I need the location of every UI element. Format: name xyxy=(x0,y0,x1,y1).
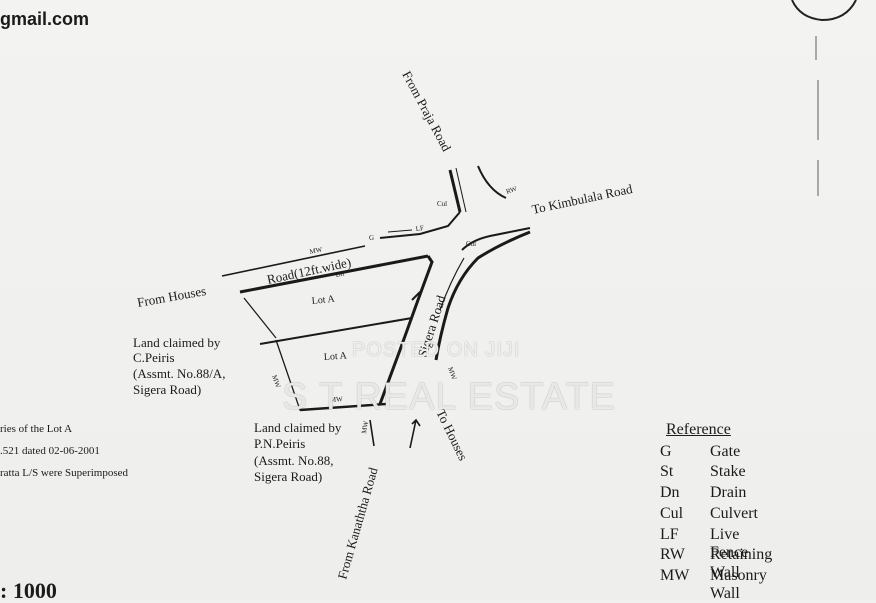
svg-text:P.N.Peiris: P.N.Peiris xyxy=(254,436,305,451)
lot-label-upper: Lot A xyxy=(311,294,336,307)
sigera-road xyxy=(411,230,531,361)
note-line: ratta L/S were Superimposed xyxy=(0,467,128,479)
email-fragment: gmail.com xyxy=(0,9,90,29)
lot-boundary xyxy=(243,255,434,412)
legend-title: Reference xyxy=(666,421,731,438)
mark-mw-kanaththa: MW xyxy=(360,420,370,434)
svg-text:Land claimed by: Land claimed by xyxy=(133,335,221,350)
lot-label-lower: Lot A xyxy=(323,350,348,363)
svg-text:(Assmt. No.88/A,: (Assmt. No.88/A, xyxy=(133,366,225,381)
kanaththa-arrows xyxy=(369,418,421,449)
claim-p-n-peiris: Land claimed by P.N.Peiris (Assmt. No.88… xyxy=(254,420,342,484)
svg-text:Land claimed by: Land claimed by xyxy=(254,420,342,435)
to-kimbulala-label: To Kimbulala Road xyxy=(531,181,635,217)
mark-mw-top: MW xyxy=(309,245,324,256)
lf-fence xyxy=(379,211,461,239)
scale-label: : 1000 xyxy=(0,578,57,603)
svg-text:C.Peiris: C.Peiris xyxy=(133,350,175,365)
survey-notes: ries of the Lot A .521 dated 02-06-2001 … xyxy=(0,418,128,484)
mark-mw-bottom: MW xyxy=(330,395,344,404)
kimbulala-road xyxy=(461,227,531,251)
mark-dn: Dn xyxy=(335,270,345,279)
mark-mw-left: MW xyxy=(270,374,282,389)
svg-text:Sigera Road): Sigera Road) xyxy=(133,382,201,397)
svg-text:(Assmt. No.88,: (Assmt. No.88, xyxy=(254,453,333,468)
mark-g: G xyxy=(369,234,374,242)
mark-cul-right: Cul xyxy=(466,240,476,248)
from-kanaththa-label: From Kanaththa Road xyxy=(334,465,380,581)
mark-lf: LF xyxy=(415,224,424,233)
claim-c-peiris: Land claimed by C.Peiris (Assmt. No.88/A… xyxy=(133,335,225,397)
mark-rw-top: RW xyxy=(505,185,518,196)
mark-cul-top: Cul xyxy=(437,200,447,208)
note-line: .521 dated 02-06-2001 xyxy=(0,445,100,457)
from-praja-label: From Praja Road xyxy=(399,68,454,154)
watermark-brand: S T REAL ESTATE xyxy=(282,376,616,418)
watermark-posted: POSTED ON JIJI xyxy=(352,339,521,361)
from-houses-label: From Houses xyxy=(136,283,207,310)
stamp-fragment xyxy=(791,0,857,22)
svg-text:Sigera Road): Sigera Road) xyxy=(254,469,322,484)
praja-road xyxy=(448,165,507,213)
note-line: ries of the Lot A xyxy=(0,423,73,435)
margin-specks xyxy=(815,36,819,196)
houses-road xyxy=(221,245,429,294)
